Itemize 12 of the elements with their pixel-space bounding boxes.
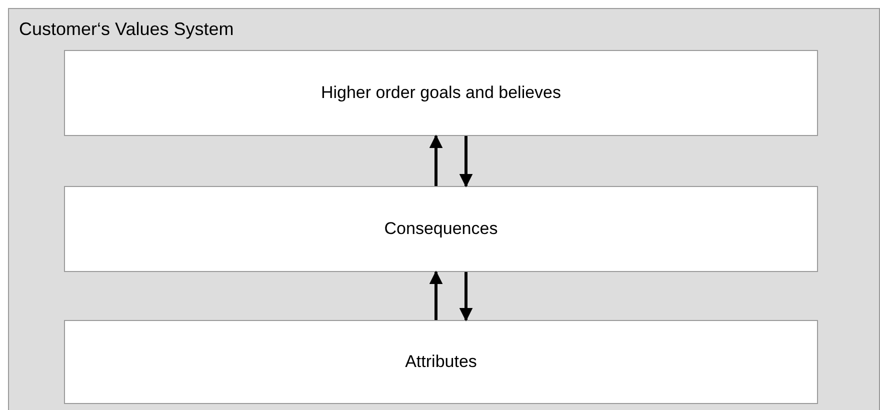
- level-label: Higher order goals and believes: [320, 83, 562, 103]
- level-box: [64, 320, 818, 404]
- level-box: [64, 186, 818, 272]
- arrow: [459, 136, 473, 188]
- arrow: [459, 272, 473, 322]
- arrow: [429, 270, 443, 320]
- arrow: [429, 134, 443, 186]
- level-box: [64, 50, 818, 136]
- panel-title: Customer‘s Values System: [19, 19, 234, 40]
- container-panel: [8, 8, 880, 410]
- level-label: Consequences: [384, 219, 498, 239]
- level-label: Attributes: [405, 352, 477, 372]
